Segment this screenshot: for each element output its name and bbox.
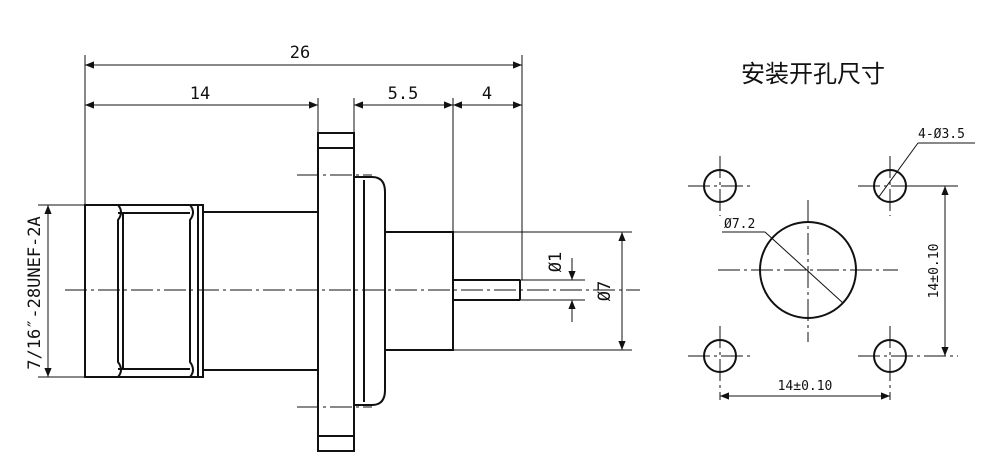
dim-vertical-spacing: 14±0.10 <box>906 185 958 356</box>
dim-flange-to-pin-label: 5.5 <box>388 84 419 104</box>
dim-thread: 7/16″-28UNEF-2A <box>25 204 85 378</box>
contact-pin <box>453 279 521 301</box>
connector-body <box>203 211 318 371</box>
dim-horizontal-spacing-label: 14±0.10 <box>778 379 833 394</box>
rear-collar <box>354 176 386 406</box>
rear-body <box>384 231 454 351</box>
hole-callout: 4-Ø3.5 <box>877 127 975 199</box>
panel-cutout-title: 安装开孔尺寸 <box>741 60 885 88</box>
center-hole-callout: Ø7.2 <box>722 217 844 304</box>
dim-pin-diameter: Ø1 <box>520 252 585 322</box>
dim-pin-diameter-label: Ø1 <box>546 252 566 272</box>
hole-callout-label: 4-Ø3.5 <box>918 127 965 142</box>
dim-horizontal-spacing: 14±0.10 <box>720 379 890 400</box>
dim-vertical-spacing-label: 14±0.10 <box>927 244 942 299</box>
dim-overall-length: 26 <box>84 43 523 280</box>
center-hole-callout-label: Ø7.2 <box>724 217 755 232</box>
dim-overall-length-label: 26 <box>290 43 310 63</box>
dim-thread-label: 7/16″-28UNEF-2A <box>25 216 45 370</box>
dim-flange-to-pin: 5.5 <box>353 84 454 232</box>
panel-cutout-view: 安装开孔尺寸 4-Ø3.5 <box>688 60 975 400</box>
dim-connector-length: 14 <box>85 84 319 133</box>
connector-side-view: 26 14 5.5 4 Ø1 <box>25 43 640 452</box>
coupling-nut <box>84 204 204 378</box>
dim-body-diameter: Ø7 <box>453 231 632 351</box>
dim-connector-length-label: 14 <box>190 84 210 104</box>
dim-body-diameter-label: Ø7 <box>595 281 615 301</box>
dim-pin-length: 4 <box>453 84 522 109</box>
dim-pin-length-label: 4 <box>482 84 492 104</box>
mounting-flange <box>297 132 372 452</box>
mounting-holes <box>688 156 958 400</box>
